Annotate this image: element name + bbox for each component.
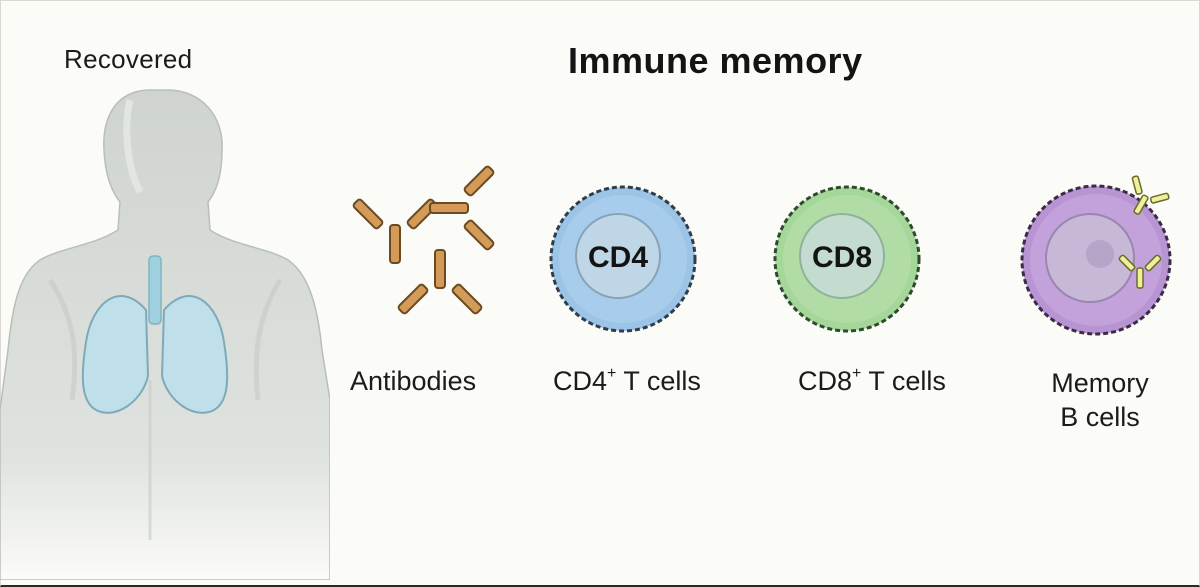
cd4-nucleus-label: CD4 xyxy=(588,241,648,274)
cd8-nucleus-label: CD8 xyxy=(812,241,872,274)
cd8-t-cells-label: CD8+ T cells xyxy=(798,365,946,397)
immune-memory-title: Immune memory xyxy=(568,40,863,81)
left-lung-icon xyxy=(81,295,150,414)
antibodies-label: Antibodies xyxy=(350,366,477,396)
b-cell-receptor-icon xyxy=(1118,175,1170,289)
cd8-t-cell-icon: CD8 xyxy=(773,185,921,333)
cd4-t-cell-icon: CD4 xyxy=(549,185,697,333)
memory-b-cell-icon xyxy=(1020,175,1172,336)
trachea-icon xyxy=(148,255,162,325)
recovered-label: Recovered xyxy=(64,44,193,74)
human-torso-icon xyxy=(0,89,330,580)
memory-b-cells-label: Memory B cells xyxy=(1051,368,1149,432)
antibodies-icon xyxy=(352,165,495,315)
right-lung-icon xyxy=(160,295,229,414)
cd4-t-cells-label: CD4+ T cells xyxy=(553,365,701,397)
